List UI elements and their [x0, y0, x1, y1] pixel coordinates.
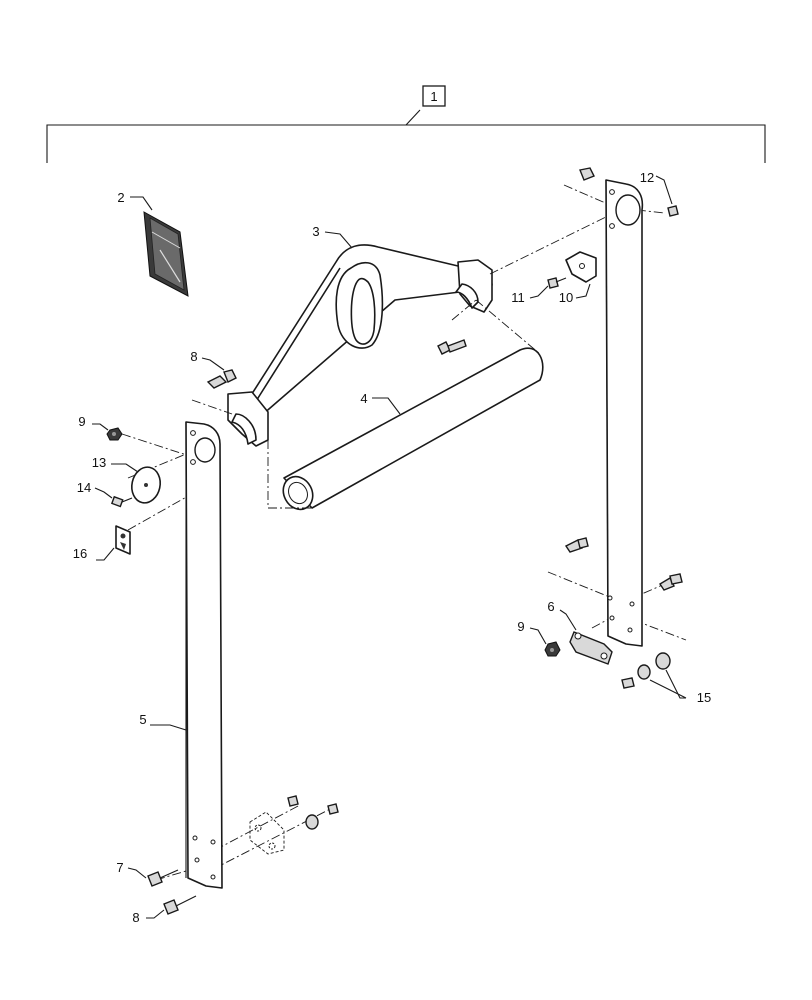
callout-14: 14: [77, 480, 91, 495]
plate-6-part: [559, 609, 613, 665]
callout-1: 1: [430, 89, 437, 104]
top-nut-part: [579, 167, 595, 181]
callout-11: 11: [511, 290, 525, 305]
right-upright-part: [605, 179, 644, 647]
bolt-8-upper-part: [201, 357, 237, 389]
nut-12-part: [655, 175, 679, 217]
small-decal-part: [96, 525, 131, 561]
bolt-14-part: [94, 487, 133, 508]
callout-4: 4: [360, 391, 367, 406]
callout-10: 10: [559, 290, 573, 305]
right-lower-bolts: [564, 537, 683, 591]
bolt-7-part: [127, 867, 179, 887]
nut-washer-15-part: [621, 652, 687, 699]
callout-8a: 8: [190, 349, 197, 364]
callout-9b: 9: [517, 619, 524, 634]
screw-11-part: [529, 277, 567, 299]
left-upright-part: [150, 421, 223, 889]
callout-13: 13: [92, 455, 106, 470]
callout-2: 2: [117, 190, 124, 205]
callout-5: 5: [139, 712, 146, 727]
callout-8b: 8: [132, 910, 139, 925]
decal-sheet-part: [130, 196, 189, 297]
callout-16: 16: [73, 546, 87, 561]
callout-7: 7: [116, 860, 123, 875]
tube-part: [282, 347, 544, 511]
nut-9-right-part: [529, 627, 561, 657]
callout-6: 6: [547, 599, 554, 614]
lift-hook-frame-part: [227, 231, 493, 447]
callout-15: 15: [697, 690, 711, 705]
bolt-8-lower-part: [146, 895, 197, 919]
mid-bolt-part: [437, 339, 467, 355]
callout-12: 12: [640, 170, 654, 185]
assembly-bracket: [46, 85, 766, 163]
nut-9-left-part: [92, 423, 123, 441]
reflector-disc-part: [111, 463, 161, 504]
clamp-bracket-part: [565, 251, 597, 299]
callout-9a: 9: [78, 414, 85, 429]
dashed-plate-hardware: [249, 795, 339, 855]
callout-3: 3: [312, 224, 319, 239]
